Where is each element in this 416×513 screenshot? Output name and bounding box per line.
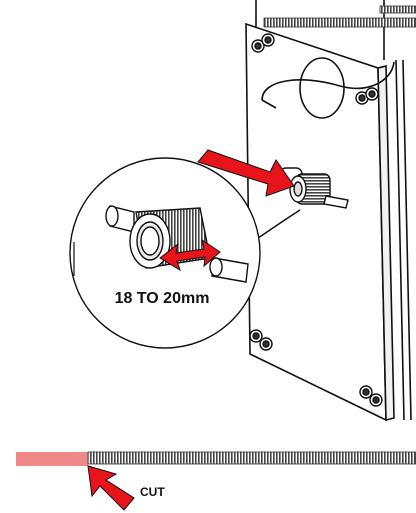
- spring-cut-diagram: CUT: [16, 451, 416, 511]
- cut-segment: [16, 452, 88, 466]
- double-arrow-icon: [159, 238, 221, 272]
- spring-coil: [87, 451, 416, 465]
- arrow-icon: [197, 149, 295, 197]
- measurement-label: 18 TO 20mm: [115, 290, 210, 307]
- arrow-icon: [87, 465, 135, 511]
- detail-circle: 18 TO 20mm: [69, 157, 261, 349]
- cut-label: CUT: [140, 485, 165, 499]
- mounting-plate: [245, 0, 416, 422]
- bolt-icon: [249, 33, 383, 407]
- spring-connector: [279, 167, 349, 209]
